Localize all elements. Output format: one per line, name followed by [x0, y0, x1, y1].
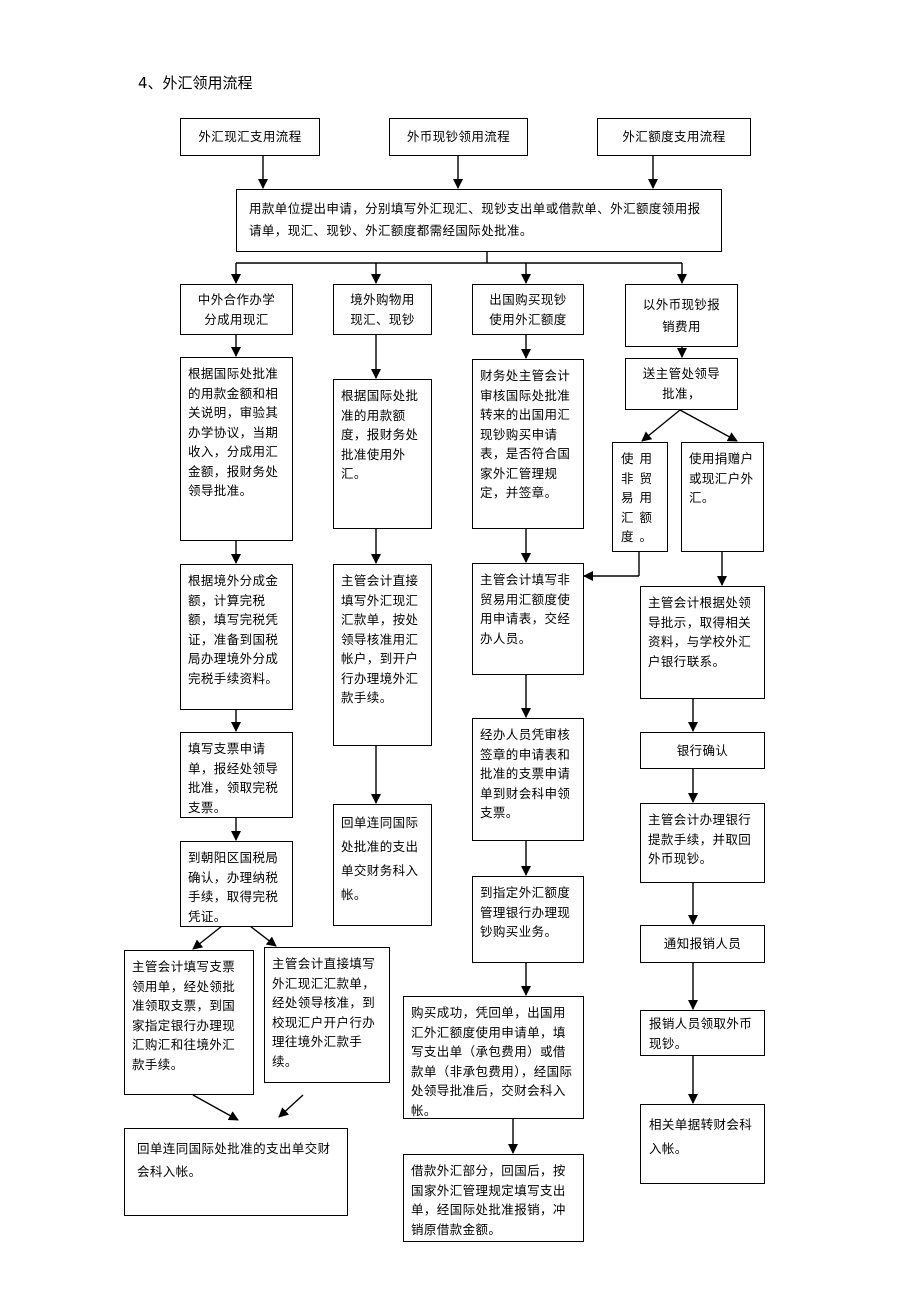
box-xianhui-flow: 外汇现汇支用流程 [180, 118, 320, 156]
box-apply: 用款单位提出申请，分别填写外汇现汇、现钞支出单或借款单、外汇额度领用报请单，现汇… [236, 189, 722, 252]
box-col4-step3: 银行确认 [640, 732, 765, 769]
box-col4-step4: 主管会计办理银行提款手续，并取回外币现钞。 [640, 803, 765, 883]
box-col1-step4: 到朝阳区国税局确认，办理纳税手续，取得完税凭证。 [180, 841, 293, 927]
arrow-line [278, 1094, 304, 1118]
box-col3-step5: 购买成功，凭回单，出国用汇外汇额度使用申请单，填写支出单（承包费用）或借款单（非… [403, 996, 584, 1119]
page-title: 4、外汇领用流程 [138, 74, 253, 92]
box-col1-right: 主管会计直接填写外汇现汇汇款单，经处领导核准，到校现汇户开户行办理往境外汇款手续… [264, 947, 390, 1083]
box-edu-flow: 外汇额度支用流程 [597, 118, 751, 156]
box-col4-branch-right: 使用捐赠户或现汇户外汇。 [681, 442, 764, 552]
box-col3-step6: 借款外汇部分，回国后，按国家外汇管理规定填写支出单，经国际处批准报销，冲销原借款… [403, 1154, 584, 1242]
box-col1-step3: 填写支票申请单，报经处领导批准，领取完税支票。 [180, 732, 293, 818]
box-col4-head: 以外币现钞报 销费用 [625, 284, 738, 347]
box-col4-branch-left: 使用非贸易用汇额度。 [612, 442, 668, 552]
box-col1-step1: 根据国际处批准的用款金额和相关说明，审验其办学协议，当期收入，分成用汇金额，报财… [180, 357, 293, 541]
box-col4-step5: 通知报销人员 [640, 925, 765, 963]
box-col1-final: 回单连同国际处批准的支出单交财会科入帐。 [124, 1128, 348, 1216]
box-col3-step4: 到指定外汇额度管理银行办理现钞购买业务。 [472, 876, 584, 963]
box-col3-step1: 财务处主管会计审核国际处批准转来的出国用汇现钞购买申请表，是否符合国家外汇管理规… [472, 359, 584, 529]
box-col2-step3: 回单连同国际处批准的支出单交财务科入帐。 [333, 804, 432, 926]
box-col2-head: 境外购物用 现汇、现钞 [333, 284, 432, 335]
arrow-line [641, 409, 681, 442]
box-col4-step7: 相关单据转财会科入帐。 [640, 1104, 765, 1184]
arrow-line [192, 925, 223, 950]
box-col3-step2: 主管会计填写非贸易用汇额度使用申请表，交经办人员。 [472, 563, 584, 675]
box-col1-left: 主管会计填写支票领用单，经处领批准领取支票，到国家指定银行办理现汇购汇和往境外汇… [124, 950, 254, 1095]
box-col1-head: 中外合作办学 分成用现汇 [180, 284, 293, 335]
box-col3-step3: 经办人员凭审核签章的申请表和批准的支票申请单到财会科申领支票。 [472, 718, 584, 841]
arrow-line [679, 409, 738, 442]
box-col4-step1: 送主管处领导 批准， [625, 358, 738, 410]
box-col4-step2: 主管会计根据处领导批示，取得相关资料，与学校外汇户银行联系。 [640, 586, 765, 699]
box-col3-head: 出国购买现钞 使用外汇额度 [472, 284, 584, 335]
box-col4-step6: 报销人员领取外币现钞。 [640, 1010, 765, 1056]
box-waibi-flow: 外币现钞领用流程 [389, 118, 528, 156]
box-col2-step1: 根据国际处批准的用款额度，报财务处批准使用外汇。 [333, 379, 432, 529]
box-col1-step2: 根据境外分成金额，计算完税额，填写完税凭证，准备到国税局办理境外分成完税手续资料… [180, 564, 293, 710]
box-col2-step2: 主管会计直接填写外汇现汇汇款单，按处领导核准用汇帐户，到开户行办理境外汇款手续。 [333, 564, 432, 746]
arrow-line [249, 925, 277, 947]
arrow-line [192, 1094, 239, 1121]
